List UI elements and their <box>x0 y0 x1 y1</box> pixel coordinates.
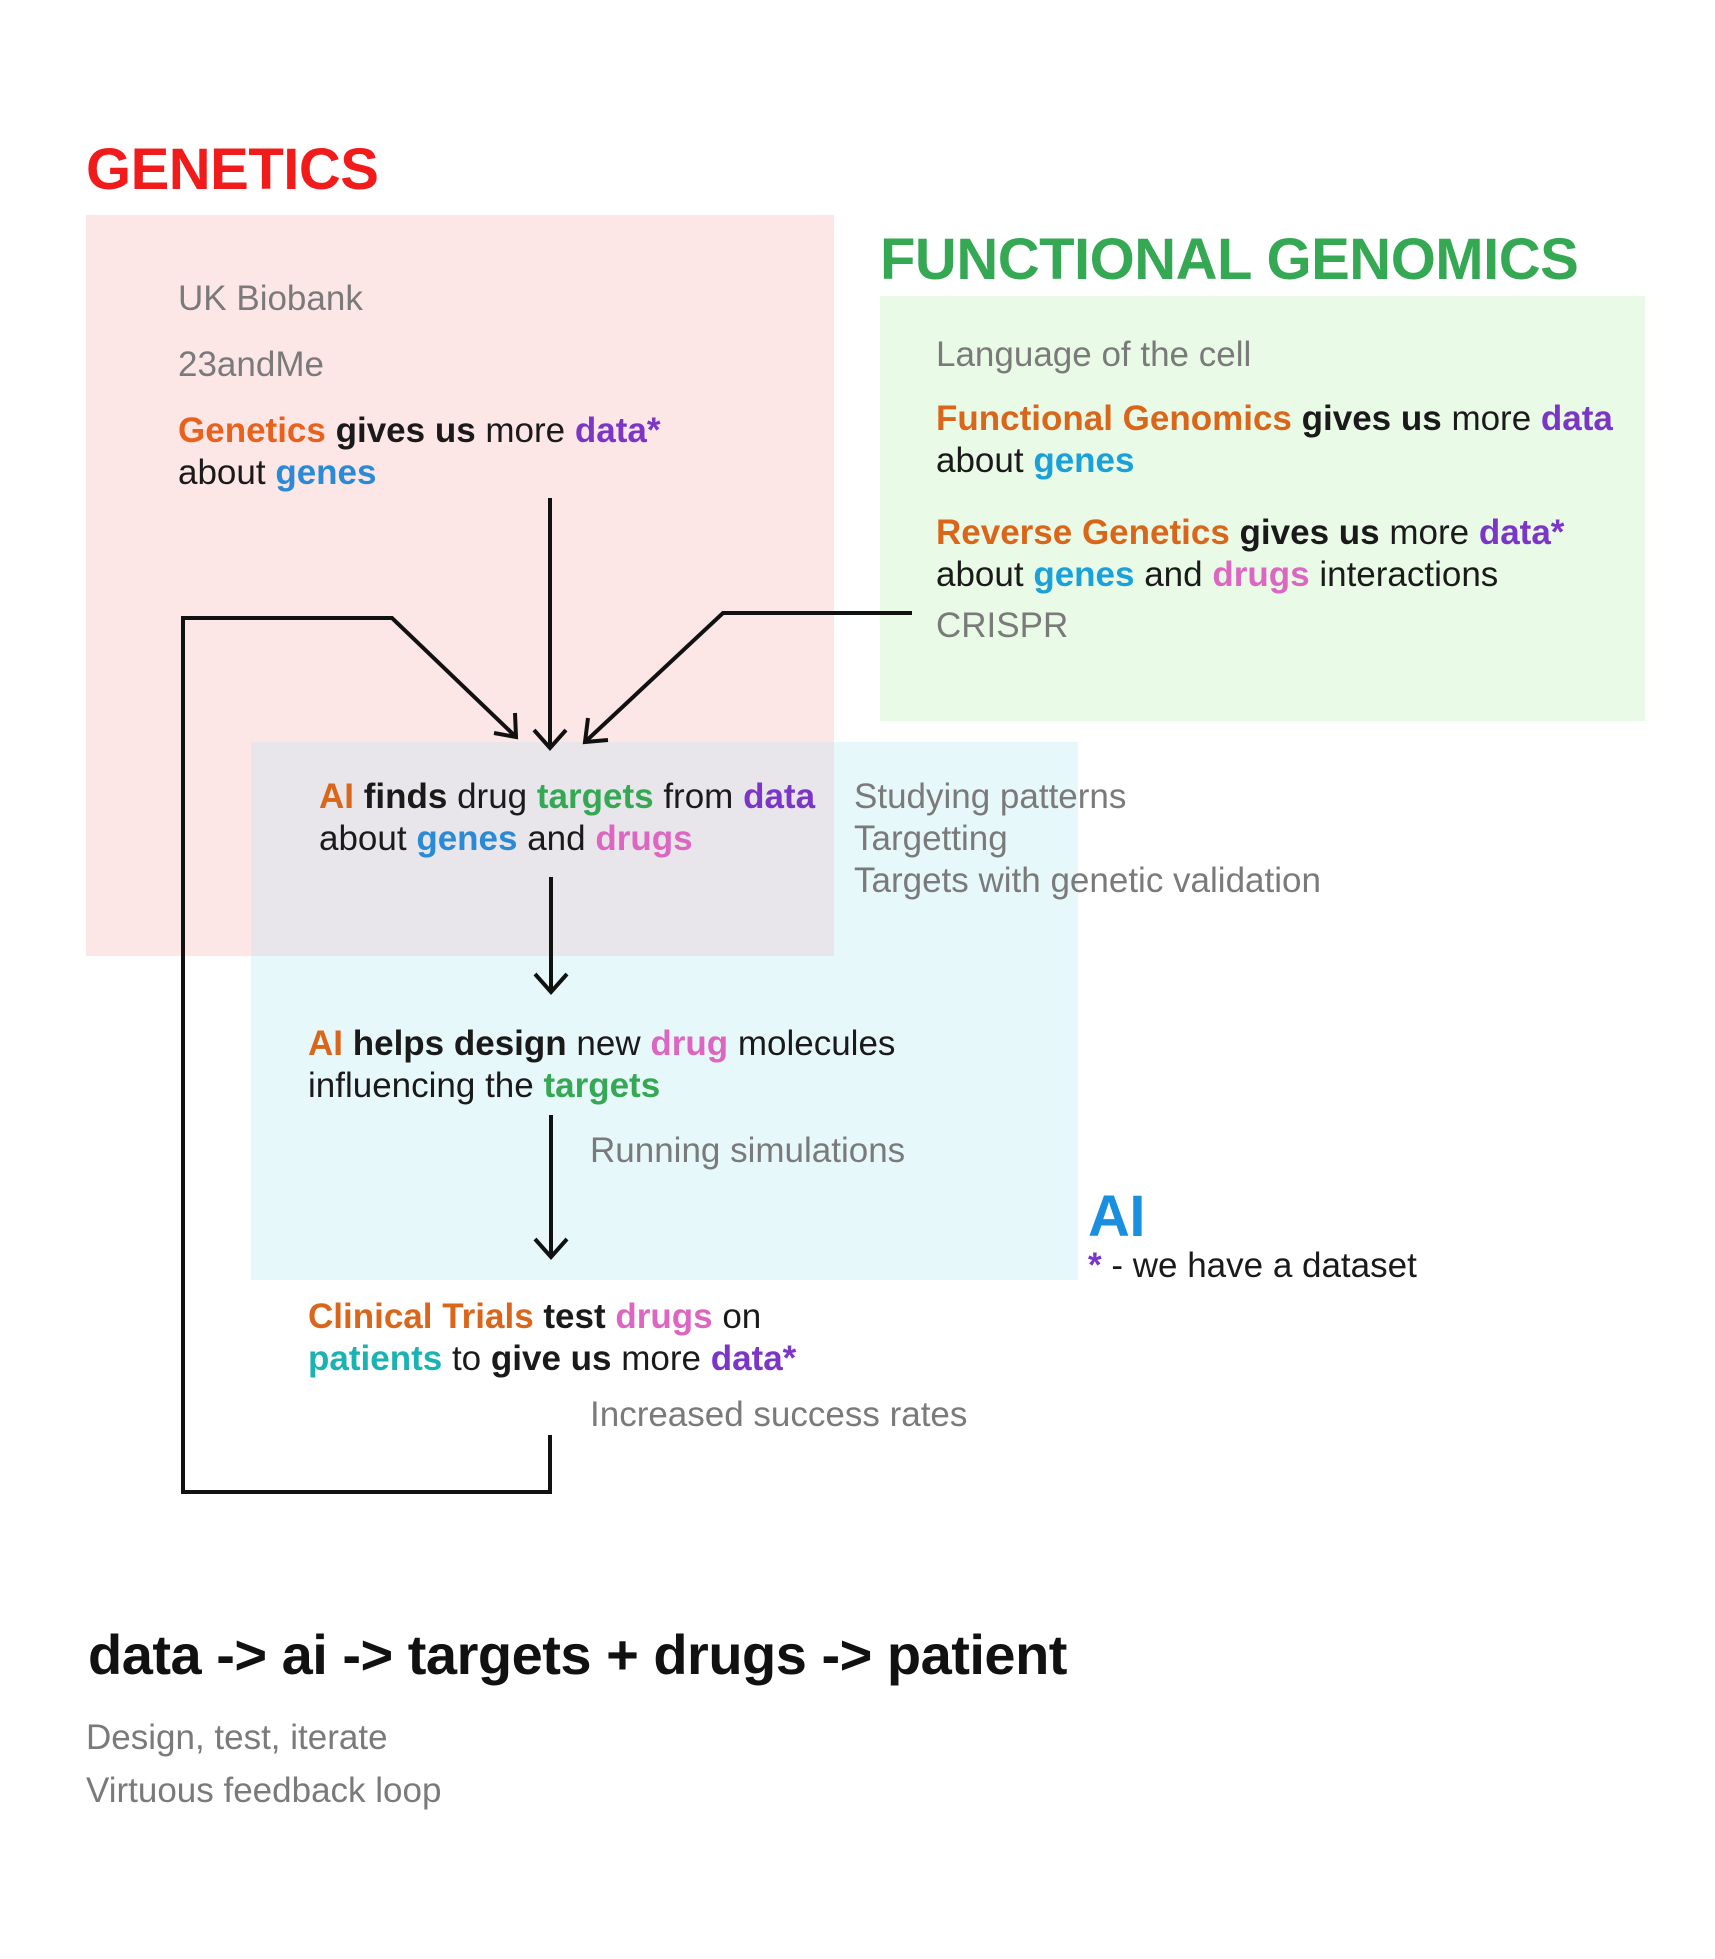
ai-legend: * - we have a dataset <box>1088 1245 1417 1287</box>
keyword-data: data* <box>710 1339 797 1378</box>
keyword-clinical-trials: Clinical Trials <box>308 1297 534 1336</box>
keyword-targets: targets <box>543 1066 661 1105</box>
keyword-test: test <box>543 1297 606 1336</box>
keyword-targets: targets <box>536 777 654 816</box>
word-interactions: interactions <box>1319 555 1499 594</box>
clinical-trials-statement: Clinical Trials test drugs on patients t… <box>308 1296 796 1380</box>
keyword-drug: drug <box>650 1024 729 1063</box>
arrow-feedback-loop <box>181 616 552 1494</box>
arrowhead-feedback <box>493 712 519 740</box>
word-influencing: influencing the <box>308 1066 534 1105</box>
keyword-genes: genes <box>416 819 518 858</box>
keyword-data: data* <box>1478 513 1565 552</box>
functional-genomics-region <box>880 296 1645 721</box>
genetics-statement: Genetics gives us more data* about genes <box>178 410 660 494</box>
source-23andme: 23andMe <box>178 345 324 384</box>
word-drug: drug <box>457 777 528 816</box>
word-more: more <box>621 1339 701 1378</box>
keyword-finds: finds <box>363 777 448 816</box>
keyword-ai: AI <box>319 777 354 816</box>
arrowhead-genetics <box>532 728 568 752</box>
word-about: about <box>178 453 266 492</box>
genetics-ai-overlap <box>251 742 834 956</box>
word-molecules: molecules <box>737 1024 896 1063</box>
word-and: and <box>527 819 586 858</box>
keyword-genes: genes <box>1033 441 1135 480</box>
summary-design-test: Design, test, iterate <box>86 1718 388 1757</box>
keyword-gives-us: gives us <box>1239 513 1380 552</box>
word-about: about <box>319 819 407 858</box>
note-studying-patterns: Studying patterns <box>854 777 1127 816</box>
keyword-data: data <box>1540 399 1613 438</box>
summary-formula: data -> ai -> targets + drugs -> patient <box>88 1623 1067 1686</box>
arrowhead-finds-to-design <box>533 972 569 996</box>
note-genetic-validation: Targets with genetic validation <box>854 861 1321 900</box>
note-targetting: Targetting <box>854 819 1008 858</box>
keyword-give-us: give us <box>490 1339 612 1378</box>
ai-title: AI <box>1088 1184 1146 1249</box>
keyword-drugs: drugs <box>595 819 693 858</box>
keyword-reverse-genetics: Reverse Genetics <box>936 513 1230 552</box>
word-about: about <box>936 441 1024 480</box>
ai-finds-notes: Studying patterns Targetting Targets wit… <box>854 776 1321 902</box>
reverse-genetics-statement: Reverse Genetics gives us more data* abo… <box>936 512 1564 596</box>
keyword-data: data* <box>574 411 661 450</box>
summary-feedback-loop: Virtuous feedback loop <box>86 1771 442 1810</box>
word-new: new <box>576 1024 641 1063</box>
keyword-data: data <box>743 777 816 816</box>
keyword-patients: patients <box>308 1339 443 1378</box>
keyword-genetics: Genetics <box>178 411 326 450</box>
note-increased-success: Increased success rates <box>590 1395 968 1434</box>
word-more: more <box>1389 513 1470 552</box>
keyword-gives-us: gives us <box>335 411 476 450</box>
genetics-title: GENETICS <box>86 137 379 202</box>
word-about: about <box>936 555 1024 594</box>
word-on: on <box>722 1297 762 1336</box>
arrowhead-design-to-clinical <box>533 1237 569 1261</box>
source-uk-biobank: UK Biobank <box>178 279 363 318</box>
keyword-genes: genes <box>1033 555 1135 594</box>
note-running-simulations: Running simulations <box>590 1131 906 1170</box>
word-more: more <box>485 411 566 450</box>
functional-statement: Functional Genomics gives us more data a… <box>936 398 1613 482</box>
keyword-drugs: drugs <box>615 1297 713 1336</box>
word-from: from <box>663 777 734 816</box>
keyword-helps-design: helps design <box>352 1024 567 1063</box>
keyword-functional-genomics: Functional Genomics <box>936 399 1292 438</box>
arrowhead-functional <box>582 717 609 745</box>
keyword-genes: genes <box>275 453 377 492</box>
ai-finds-statement: AI finds drug targets from data about ge… <box>319 776 815 860</box>
word-more: more <box>1451 399 1532 438</box>
functional-genomics-title: FUNCTIONAL GENOMICS <box>880 227 1579 292</box>
keyword-gives-us: gives us <box>1301 399 1442 438</box>
asterisk-marker: * <box>1088 1246 1102 1285</box>
word-and: and <box>1144 555 1203 594</box>
word-to: to <box>451 1339 482 1378</box>
crispr-label: CRISPR <box>936 606 1069 645</box>
keyword-drugs: drugs <box>1212 555 1310 594</box>
ai-design-statement: AI helps design new drug molecules influ… <box>308 1023 895 1107</box>
summary-notes: Design, test, iterate Virtuous feedback … <box>86 1711 441 1817</box>
keyword-ai: AI <box>308 1024 343 1063</box>
functional-note: Language of the cell <box>936 335 1252 374</box>
arrow-functional-to-ai <box>583 611 912 744</box>
legend-description: - we have a dataset <box>1101 1246 1417 1285</box>
